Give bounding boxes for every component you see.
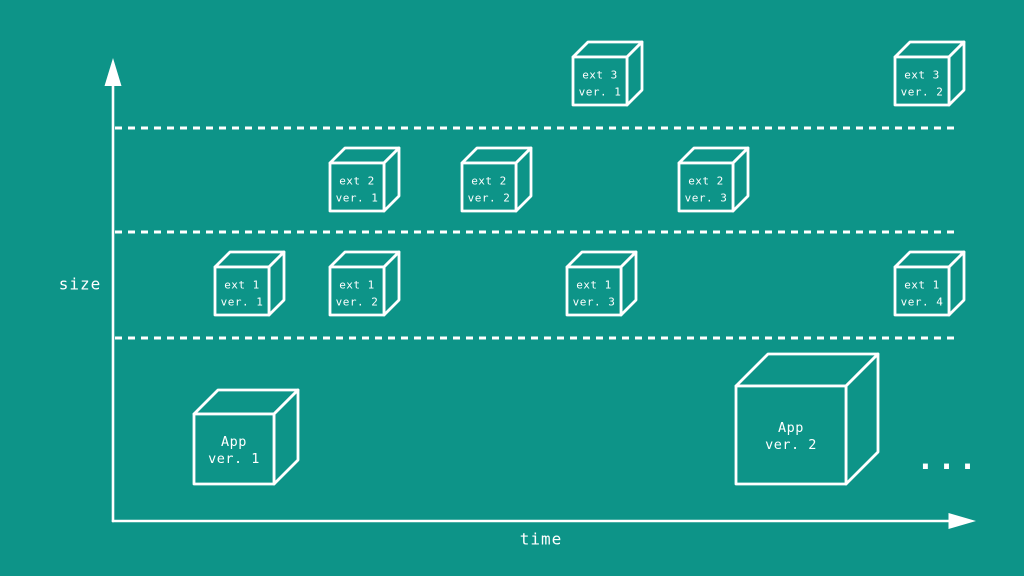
box-app-ver2: App ver. 2 xyxy=(734,352,880,486)
box-label-line2: ver. 3 xyxy=(573,296,616,309)
y-axis xyxy=(104,58,122,523)
box-ext1-ver2: ext 1 ver. 2 xyxy=(328,250,401,317)
box-ext1-ver3: ext 1 ver. 3 xyxy=(565,250,638,317)
cube-front-face xyxy=(328,161,386,213)
cube-front-face xyxy=(192,412,276,486)
box-ext3-ver2: ext 3 ver. 2 xyxy=(893,40,966,107)
cube-front-face xyxy=(565,265,623,317)
box-ext2-ver2: ext 2 ver. 2 xyxy=(460,146,533,213)
box-ext2-ver3: ext 2 ver. 3 xyxy=(677,146,750,213)
continuation-ellipsis: ... xyxy=(916,442,979,477)
cube-front-face xyxy=(328,265,386,317)
x-axis-label: time xyxy=(520,530,563,549)
box-ext1-ver1: ext 1 ver. 1 xyxy=(213,250,286,317)
box-label-line2: ver. 2 xyxy=(336,296,379,309)
box-label-line1: ext 3 xyxy=(582,69,618,82)
box-label-line2: ver. 1 xyxy=(336,192,379,205)
box-label-line1: ext 2 xyxy=(339,175,375,188)
box-label-line1: ext 1 xyxy=(224,279,260,292)
box-label-line2: ver. 3 xyxy=(685,192,728,205)
box-label-line2: ver. 1 xyxy=(579,86,622,99)
box-label-line1: ext 1 xyxy=(576,279,612,292)
box-label-line1: App xyxy=(778,420,804,436)
box-label-line1: ext 3 xyxy=(904,69,940,82)
box-label-line1: ext 2 xyxy=(471,175,507,188)
x-axis xyxy=(111,513,976,529)
cube-front-face xyxy=(571,55,629,107)
box-ext3-ver1: ext 3 ver. 1 xyxy=(571,40,644,107)
box-ext2-ver1: ext 2 ver. 1 xyxy=(328,146,401,213)
cube-front-face xyxy=(460,161,518,213)
box-app-ver1: App ver. 1 xyxy=(192,388,300,486)
box-label-line2: ver. 1 xyxy=(208,451,260,467)
cube-front-face xyxy=(677,161,735,213)
x-axis-arrow-icon xyxy=(948,513,976,529)
box-label-line1: ext 2 xyxy=(688,175,724,188)
y-axis-arrow-icon xyxy=(104,58,122,86)
cube-front-face xyxy=(893,265,951,317)
cube-front-face xyxy=(213,265,271,317)
box-label-line2: ver. 2 xyxy=(765,437,817,453)
box-label-line2: ver. 1 xyxy=(221,296,264,309)
box-label-line1: App xyxy=(221,434,247,450)
box-label-line1: ext 1 xyxy=(904,279,940,292)
cube-front-face xyxy=(893,55,951,107)
box-ext1-ver4: ext 1 ver. 4 xyxy=(893,250,966,317)
cube-front-face xyxy=(734,384,848,486)
box-label-line2: ver. 2 xyxy=(901,86,944,99)
box-label-line1: ext 1 xyxy=(339,279,375,292)
box-label-line2: ver. 2 xyxy=(468,192,511,205)
y-axis-label: size xyxy=(59,275,102,294)
box-label-line2: ver. 4 xyxy=(901,296,944,309)
